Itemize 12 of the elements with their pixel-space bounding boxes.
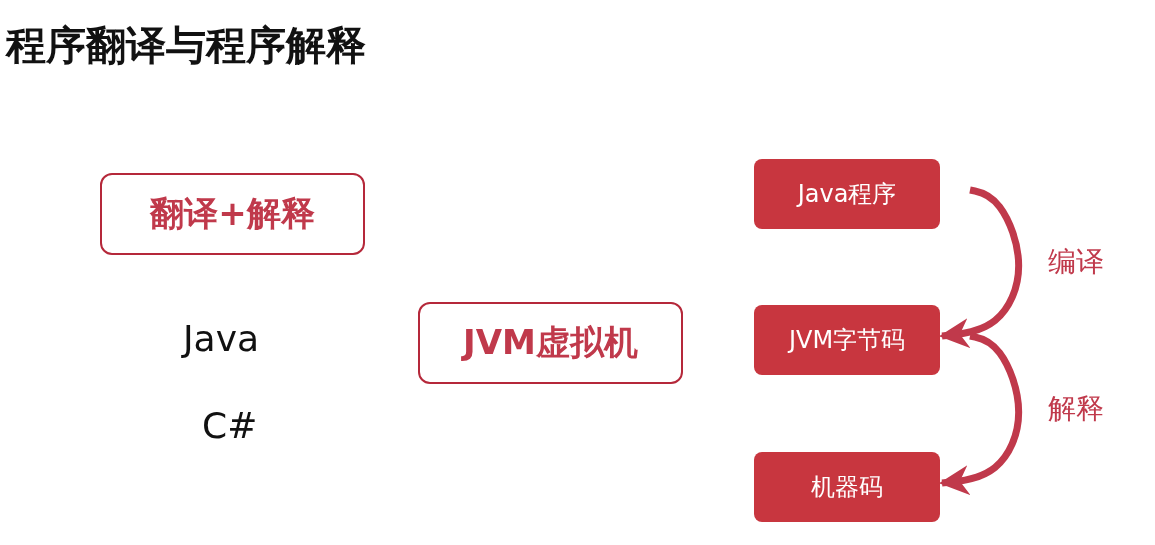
title: 程序翻译与程序解释: [6, 21, 366, 70]
edge-label: 解释: [1048, 390, 1104, 427]
process-box: JVM字节码: [754, 305, 940, 375]
process-box: Java程序: [754, 159, 940, 229]
edge-label: 编译: [1048, 244, 1104, 280]
process-box: 机器码: [754, 452, 940, 522]
language-label: Java: [183, 318, 260, 359]
curved-arrow: [939, 186, 1023, 349]
concept-box: 翻译+解释: [100, 173, 365, 255]
curved-arrow: [939, 332, 1023, 496]
concept-box: JVM虚拟机: [418, 302, 683, 384]
language-label: C#: [202, 405, 258, 446]
